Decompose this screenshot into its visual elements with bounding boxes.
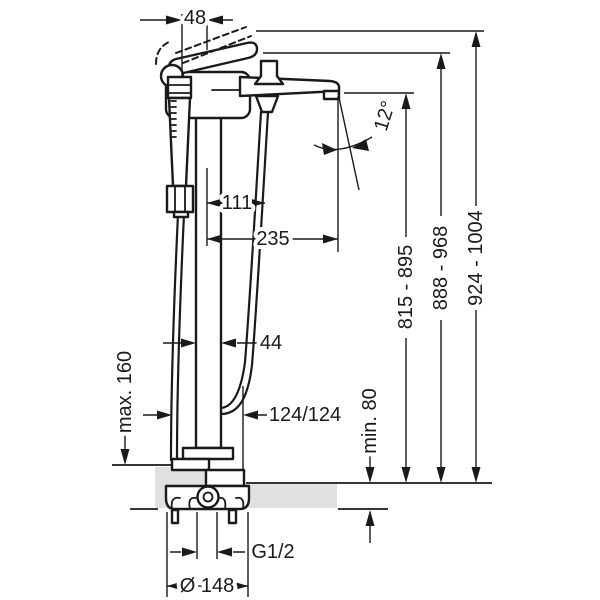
- mounting-bolt-right: [227, 508, 238, 525]
- shower-hose: [169, 110, 270, 462]
- dim-max-160-label: max. 160: [114, 351, 136, 433]
- hand-shower-handle: [167, 96, 192, 188]
- diverter-knob: [253, 59, 285, 86]
- dim-diameter-148-label: Ø 148: [180, 575, 234, 597]
- dim-diameter-148: Ø 148: [166, 512, 249, 600]
- dim-g12-label: G1/2: [251, 541, 294, 563]
- dim-124-124: 124/124: [143, 386, 345, 470]
- dim-height-888-968-label: 888 - 968: [430, 226, 452, 311]
- hand-shower: [165, 75, 195, 219]
- dim-min-80: min. 80: [355, 384, 385, 543]
- dim-height-924-1004-label: 924 - 1004: [465, 210, 487, 306]
- shower-hose-nut: [172, 210, 190, 219]
- dim-111: 111: [207, 188, 265, 218]
- dim-angle-12-label: 12°: [370, 98, 400, 133]
- dim-height-924-1004: 924 - 1004: [461, 31, 491, 483]
- height-extension-lines: [256, 30, 484, 94]
- base-step-1: [181, 446, 235, 461]
- dim-48-label: 48: [184, 7, 206, 29]
- dim-124-124-label: 124/124: [269, 404, 341, 426]
- dim-44-label: 44: [260, 332, 282, 354]
- floor-lines: [112, 464, 492, 510]
- dim-235-label: 235: [256, 228, 289, 250]
- dim-height-888-968: 888 - 968: [426, 53, 456, 483]
- dim-44: 44: [163, 328, 286, 358]
- hose-connector: [254, 94, 280, 114]
- dim-g12: G1/2: [170, 512, 299, 567]
- mounting-bolt-left: [170, 508, 180, 525]
- faucet-fixture: [155, 26, 341, 525]
- spray-face-dots: [170, 100, 177, 138]
- base-step-2: [170, 457, 211, 472]
- dim-48: 48: [140, 3, 233, 246]
- flange-detail: [170, 496, 245, 510]
- hand-shower-head: [166, 75, 193, 100]
- dim-max-160: max. 160: [110, 347, 140, 465]
- dim-235: 235: [207, 96, 339, 254]
- faucet-pillar: [194, 102, 223, 450]
- dim-height-815-895: 815 - 895: [391, 93, 421, 483]
- lever-handle-raised-outline: [155, 26, 252, 65]
- connection-port: [196, 485, 220, 509]
- dim-angle-12: 12°: [313, 92, 404, 191]
- base-step-3: [204, 468, 246, 488]
- spout-aerator: [322, 89, 341, 101]
- dim-min-80-label: min. 80: [359, 388, 381, 454]
- shower-holder: [165, 184, 195, 214]
- dim-111-label: 111: [222, 192, 252, 214]
- base-plate: [164, 446, 251, 525]
- dim-height-815-895-label: 815 - 895: [395, 245, 417, 330]
